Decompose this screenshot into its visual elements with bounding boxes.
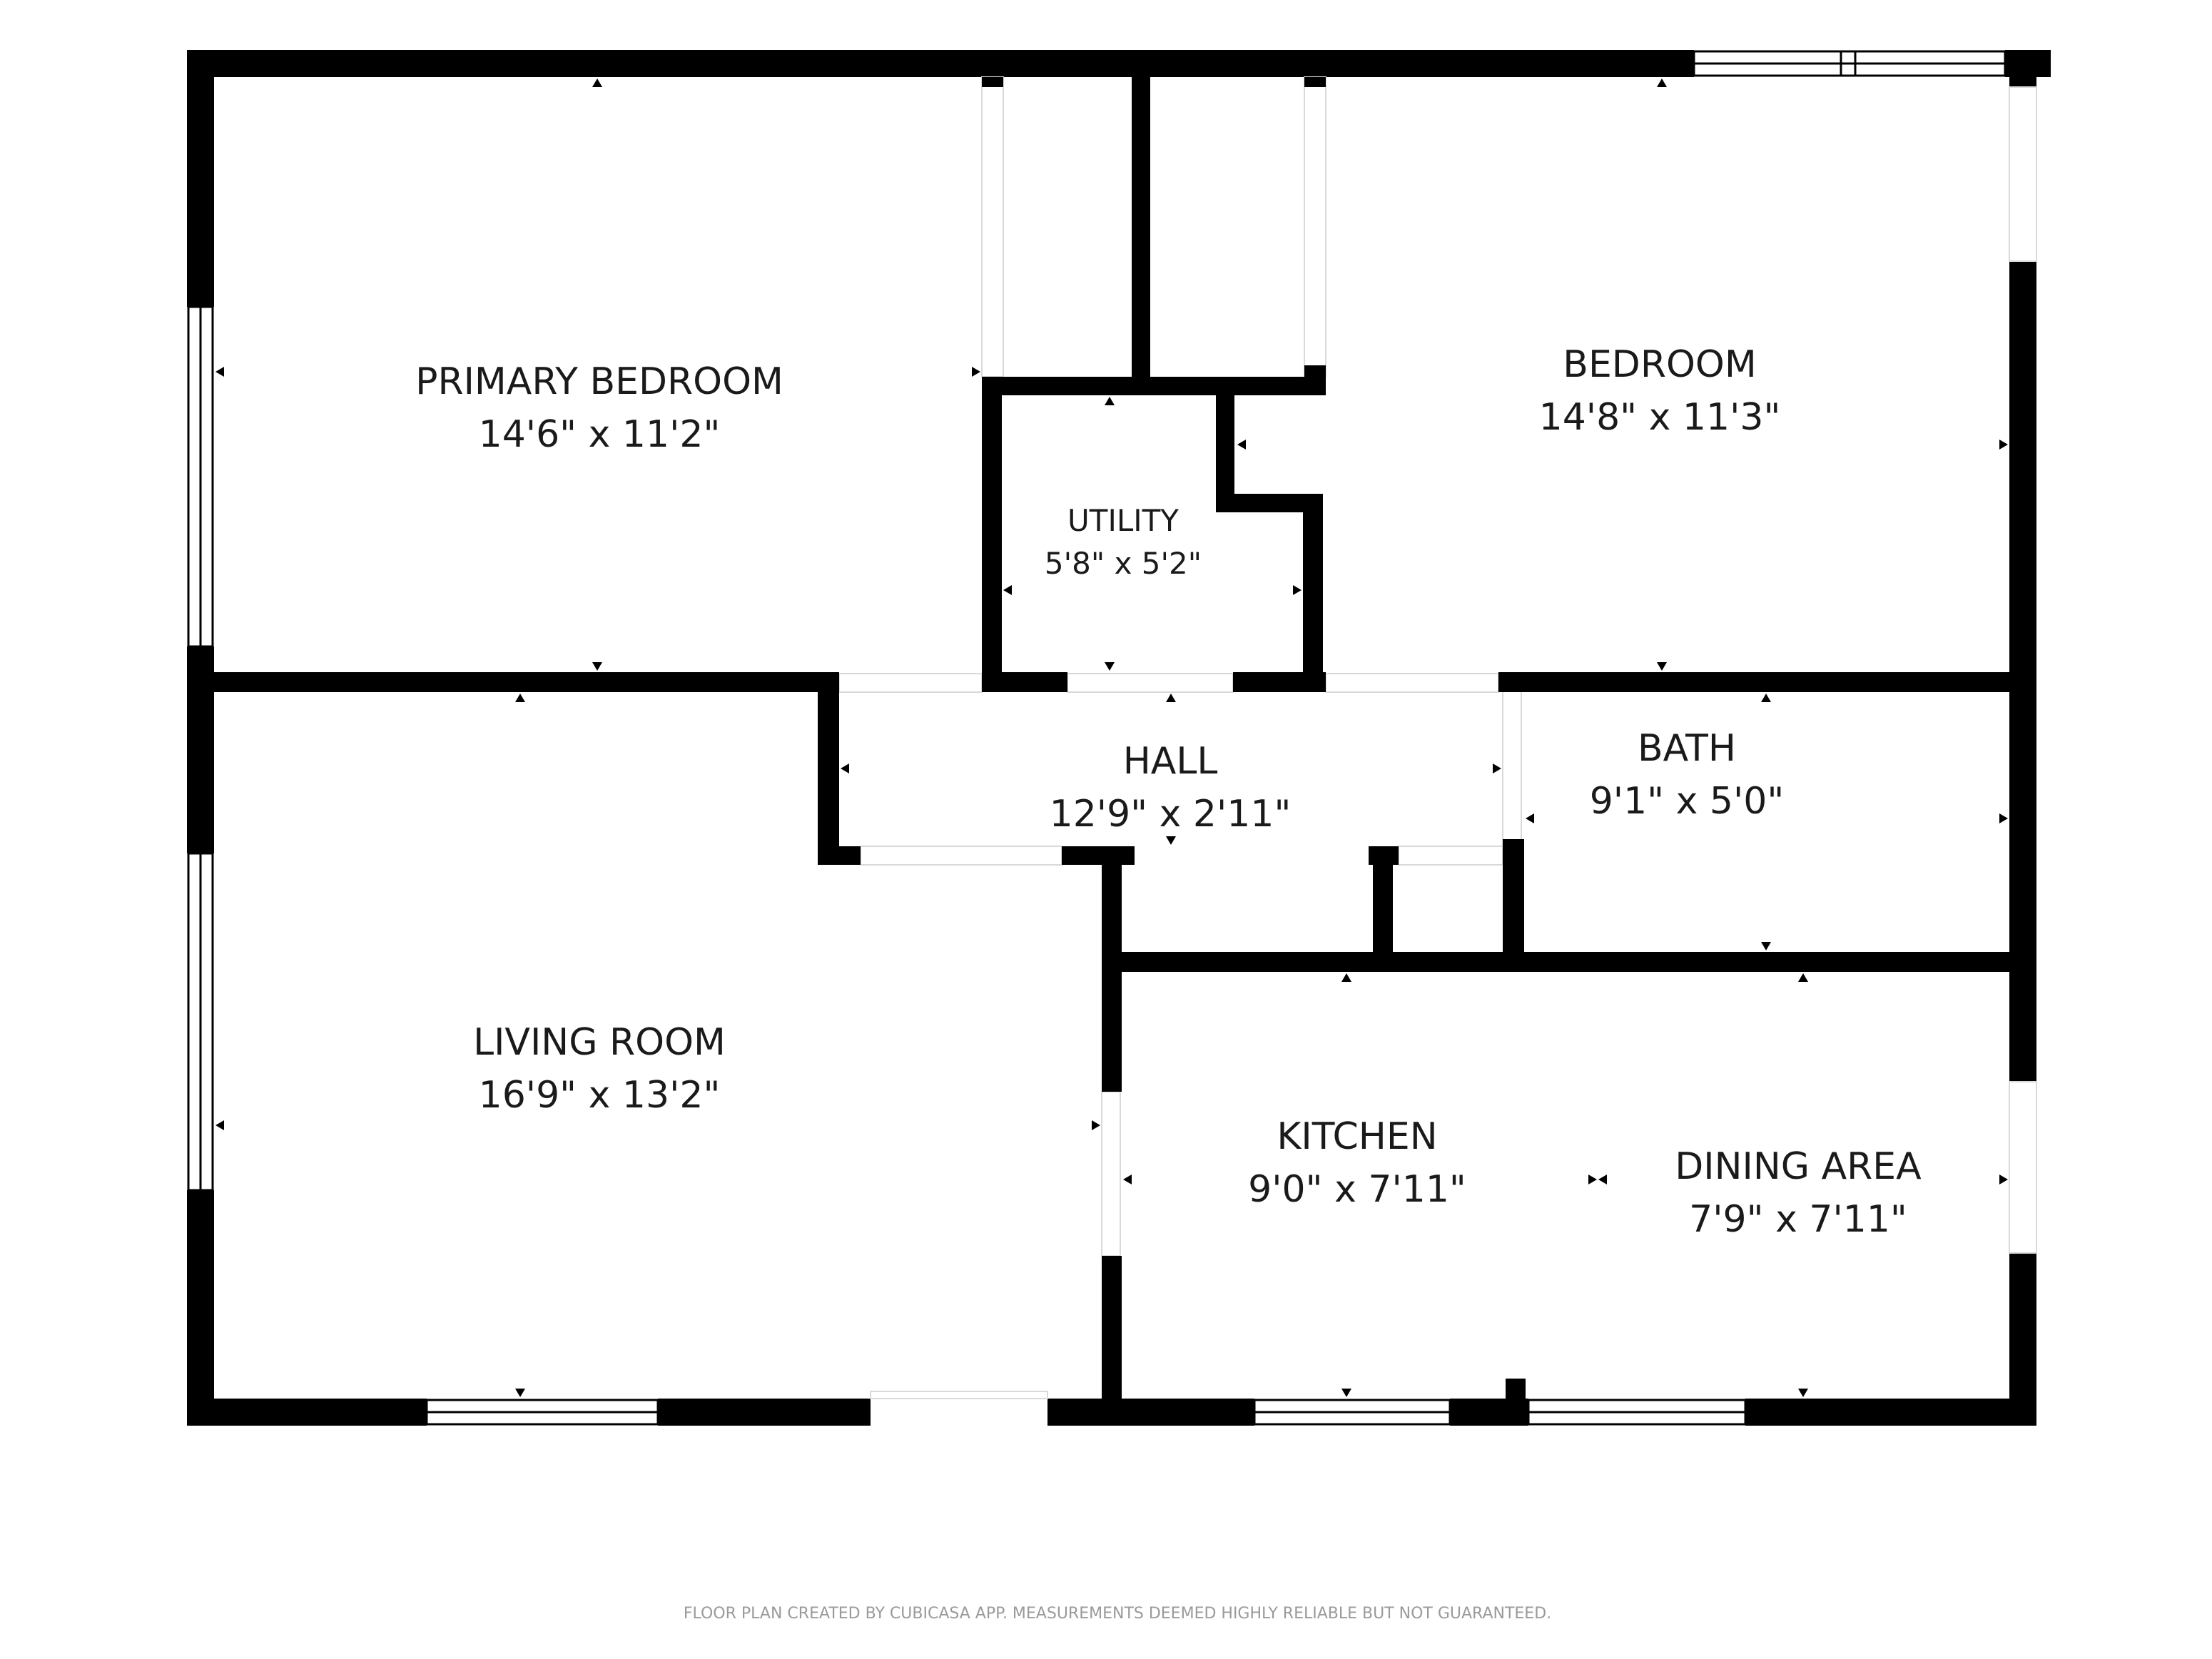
window-living-room-bottom xyxy=(425,1399,659,1426)
room-name: LIVING ROOM xyxy=(473,1021,726,1064)
windows xyxy=(187,50,2006,1426)
room-dimensions: 9'0" x 7'11" xyxy=(1248,1168,1466,1211)
room-dimensions: 14'8" x 11'3" xyxy=(1539,396,1781,439)
room-dimensions: 9'1" x 5'0" xyxy=(1590,780,1785,823)
room-dimensions: 5'8" x 5'2" xyxy=(1045,546,1202,581)
room-name: BEDROOM xyxy=(1563,343,1756,386)
room-living-room: LIVING ROOM 16'9" x 13'2" xyxy=(473,1021,726,1117)
room-dimensions: 16'9" x 13'2" xyxy=(479,1074,721,1117)
window-bedroom-top xyxy=(1693,50,2006,77)
room-utility: UTILITY 5'8" x 5'2" xyxy=(1045,503,1202,581)
room-hall: HALL 12'9" x 2'11" xyxy=(1050,740,1292,836)
room-dimensions: 7'9" x 7'11" xyxy=(1689,1198,1907,1241)
window-kitchen-bottom xyxy=(1253,1399,1451,1426)
room-name: UTILITY xyxy=(1067,503,1179,538)
room-name: PRIMARY BEDROOM xyxy=(415,360,783,403)
room-dimensions: 12'9" x 2'11" xyxy=(1050,793,1292,836)
room-name: KITCHEN xyxy=(1277,1115,1437,1158)
room-dining-area: DINING AREA 7'9" x 7'11" xyxy=(1675,1145,1922,1241)
window-dining-bottom xyxy=(1527,1399,1747,1426)
room-name: BATH xyxy=(1638,727,1736,770)
room-kitchen: KITCHEN 9'0" x 7'11" xyxy=(1248,1115,1466,1211)
window-primary-bedroom-left xyxy=(187,305,214,648)
room-name: DINING AREA xyxy=(1675,1145,1922,1188)
footer-disclaimer: FLOOR PLAN CREATED BY CUBICASA APP. MEAS… xyxy=(684,1605,1551,1623)
window-living-room-left xyxy=(187,852,214,1192)
interior-walls xyxy=(214,77,2036,1426)
outer-walls xyxy=(187,50,2051,1426)
room-bedroom: BEDROOM 14'8" x 11'3" xyxy=(1539,343,1781,439)
room-name: HALL xyxy=(1123,740,1218,783)
room-bath: BATH 9'1" x 5'0" xyxy=(1590,727,1785,823)
room-primary-bedroom: PRIMARY BEDROOM 14'6" x 11'2" xyxy=(415,360,783,456)
room-dimensions: 14'6" x 11'2" xyxy=(479,413,721,456)
dimension-ticks xyxy=(215,78,2008,1397)
